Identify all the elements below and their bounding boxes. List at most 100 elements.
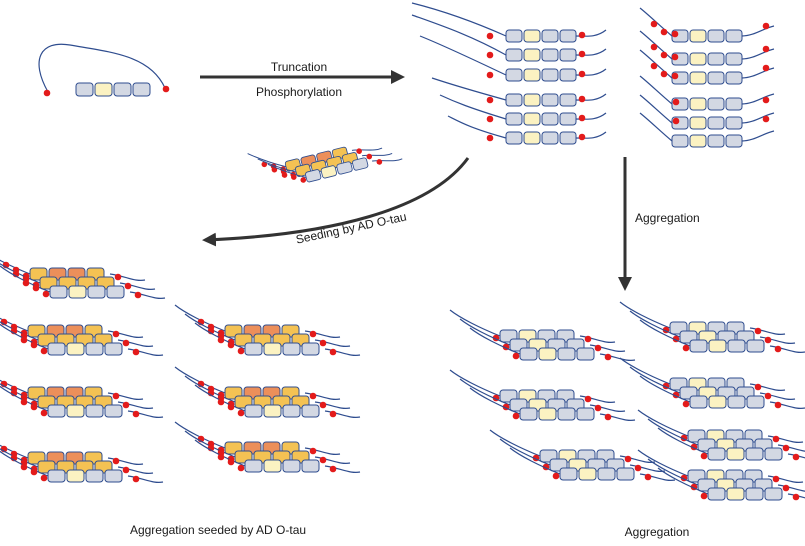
tau-strand <box>575 68 607 76</box>
tau-strand <box>629 310 681 338</box>
tau-strand <box>499 438 551 466</box>
tau-strand <box>639 112 673 142</box>
phospho-site-icon <box>217 453 225 461</box>
tau-domain-icon <box>75 82 94 97</box>
tau-strand <box>657 427 709 455</box>
tau-domain-icon <box>104 404 123 418</box>
tau-domain-icon <box>523 29 541 43</box>
tau-domain-icon <box>725 116 743 130</box>
phospho-site-icon <box>578 31 586 39</box>
tau-domain-icon <box>557 407 576 421</box>
tau-domain-icon <box>559 48 577 62</box>
tau-strand <box>0 263 41 284</box>
phospho-site-icon <box>792 453 800 461</box>
tau-domain-icon <box>746 339 765 353</box>
tau-domain-icon <box>559 29 577 43</box>
tau-domain-icon <box>301 404 320 418</box>
tau-domain-icon <box>689 71 707 85</box>
tau-domain-icon <box>523 93 541 107</box>
phospho-site-icon <box>772 435 780 443</box>
phospho-site-icon <box>762 115 770 123</box>
tau-domain-icon <box>689 134 707 148</box>
tau-strand <box>194 384 246 412</box>
phospho-site-icon <box>644 473 652 481</box>
phospho-site-icon <box>650 20 658 28</box>
tau-strand <box>129 291 166 299</box>
tau-strand <box>184 430 236 458</box>
tau-strand <box>257 158 297 173</box>
tau-strand <box>749 383 786 391</box>
phospho-site-icon <box>376 159 383 165</box>
tau-strand <box>107 457 144 465</box>
tau-domain-icon <box>104 469 123 483</box>
tau-domain-icon <box>505 48 523 62</box>
caption-left: Aggregation seeded by AD O-tau <box>130 523 306 537</box>
phosphorylation-label: Phosphorylation <box>256 85 342 99</box>
tau-domain-icon <box>764 447 783 461</box>
seeded-aggregate <box>174 366 361 418</box>
tau-domain-icon <box>707 116 725 130</box>
tau-domain-icon <box>282 459 301 473</box>
tau-domain-icon <box>523 131 541 145</box>
seeded-aggregate <box>174 421 361 473</box>
tau-domain-icon <box>708 395 727 409</box>
tau-domain-icon <box>707 52 725 66</box>
phospho-site-icon <box>114 273 122 281</box>
tau-domain-icon <box>689 339 708 353</box>
tau-domain-icon <box>87 285 106 299</box>
tau-strand <box>127 348 164 356</box>
phospho-site-icon <box>30 468 38 476</box>
tau-strand <box>575 48 607 56</box>
tau-domain-icon <box>244 342 263 356</box>
seeded-aggregate <box>0 259 166 299</box>
phospho-site-icon <box>792 493 800 501</box>
tau-strand <box>589 344 626 352</box>
tau-strand <box>0 379 29 394</box>
tau-domain-icon <box>576 407 595 421</box>
phospho-site-icon <box>764 392 772 400</box>
tau-domain-icon <box>689 52 707 66</box>
tau-domain-icon <box>113 82 132 97</box>
phospho-site-icon <box>356 148 362 154</box>
tau-strand <box>575 93 607 101</box>
phospho-site-icon <box>671 53 679 61</box>
tau-strand <box>575 29 607 37</box>
tau-domain-icon <box>523 68 541 82</box>
phospho-site-icon <box>124 282 132 290</box>
aggregate <box>619 301 805 353</box>
tau-strand <box>0 323 49 350</box>
phospho-site-icon <box>122 339 130 347</box>
tau-molecule <box>439 94 607 126</box>
phospho-site-icon <box>40 347 48 355</box>
phospho-site-icon <box>700 452 708 460</box>
tau-strand <box>639 473 676 481</box>
phospho-site-icon <box>122 466 130 474</box>
phospho-site-icon <box>671 30 679 38</box>
tau-domain-icon <box>263 459 282 473</box>
tau-domain-icon <box>538 347 557 361</box>
phospho-site-icon <box>650 43 658 51</box>
tau-strand <box>304 392 341 400</box>
tau-strand <box>0 259 31 275</box>
tau-domain-icon <box>352 157 369 171</box>
phospho-site-icon <box>217 398 225 406</box>
tau-strand <box>194 439 246 467</box>
phospho-site-icon <box>774 401 782 409</box>
phospho-site-icon <box>237 464 245 472</box>
tau-strand <box>639 75 673 105</box>
phospho-site-icon <box>604 353 612 361</box>
phospho-site-icon <box>762 64 770 72</box>
phospho-site-icon <box>660 51 668 59</box>
tau-strand <box>575 112 607 120</box>
tau-strand <box>0 448 39 468</box>
phospho-site-icon <box>754 327 762 335</box>
tau-strand <box>741 112 775 124</box>
tau-domain-icon <box>244 404 263 418</box>
phospho-site-icon <box>578 114 586 122</box>
aggregate <box>449 309 636 361</box>
tau-molecule <box>411 2 607 43</box>
phospho-site-icon <box>578 133 586 141</box>
tau-domain-icon <box>505 131 523 145</box>
phospho-site-icon <box>42 290 50 298</box>
tau-domain-icon <box>320 165 337 179</box>
